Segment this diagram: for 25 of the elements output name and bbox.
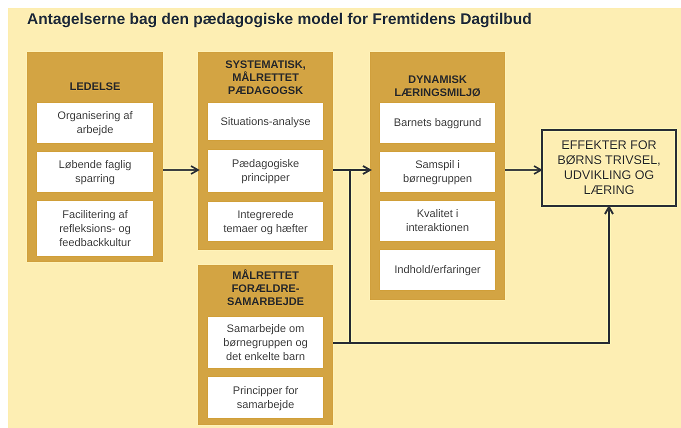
item-card: Barnets baggrund [380,103,495,143]
connector-arrow [163,165,199,175]
item-card: Samspil i børnegruppen [380,152,495,192]
group-panel [198,52,333,250]
panel-heading: SYSTEMATISK, MÅLRETTET PÆDAGOGSK [224,59,307,98]
item-card: Pædagogiske principper [208,150,323,192]
item-card: Facilitering af refleksions- og feedbackkultur [37,201,153,256]
connector-arrow [505,165,542,175]
panel-heading: MÅLRETTET FORÆLDRE-SAMARBEJDE [226,270,305,309]
group-panel [27,52,163,262]
item-card: Organisering af arbejde [37,103,153,143]
item-card: Principper for samarbejde [208,377,323,418]
connector-arrow [333,206,614,344]
item-card: Integrerede temaer og hæfter [208,202,323,241]
group-panel [198,265,333,425]
item-card: Samarbejde om børnegruppen og det enkelte barn [208,317,323,368]
item-card: Kvalitet i interaktionen [380,201,495,241]
panel-heading: LEDELSE [68,81,122,94]
panel-heading: DYNAMISK LÆRINGSMILJØ [393,74,482,100]
item-card: Løbende faglig sparring [37,152,153,192]
diagram-title: Antagelserne bag den pædagogiske model for Fremtidens Dagtilbud [27,11,532,29]
group-panel [370,52,505,300]
outcome-box: EFFEKTER FOR BØRNS TRIVSEL, UDVIKLING OG LÆRING [541,129,677,207]
item-card: Indhold/erfaringer [380,250,495,290]
item-card: Situations-analyse [208,103,323,140]
